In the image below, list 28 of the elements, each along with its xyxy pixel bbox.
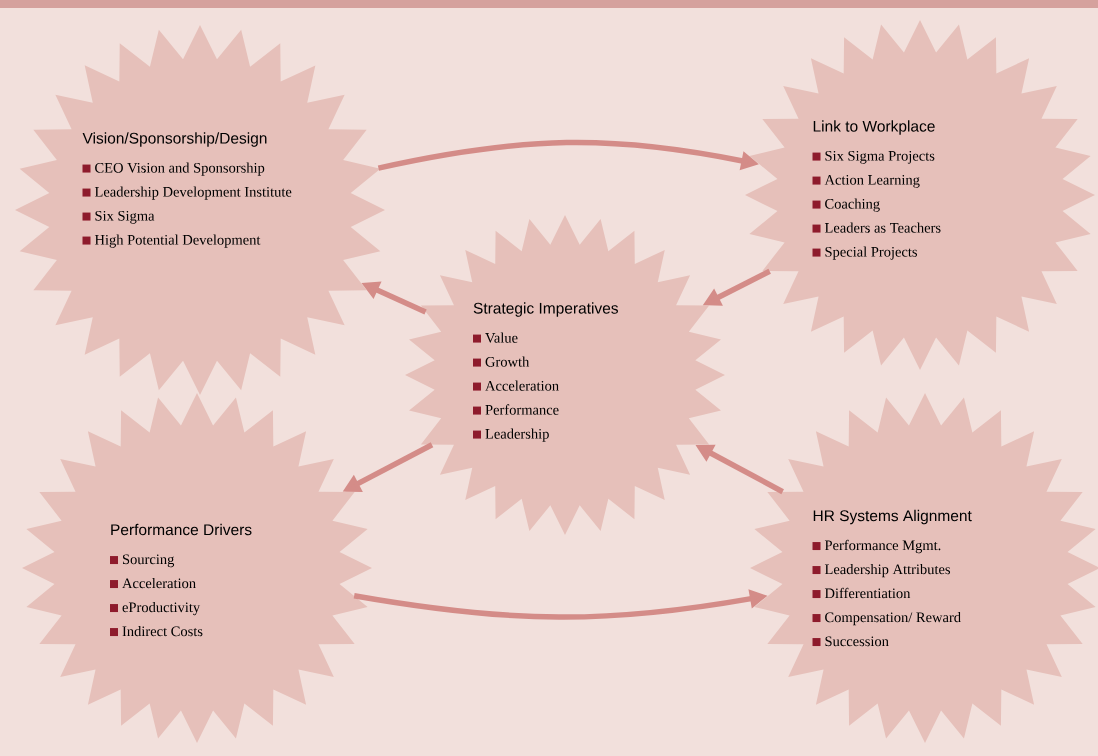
bullet-item: Value (485, 332, 518, 343)
heading: Strategic Imperatives (473, 302, 618, 317)
bullet-item: eProductivity (122, 602, 201, 616)
heading: Performance Drivers (111, 523, 252, 536)
bullet-item: Special Projects (825, 246, 918, 260)
bullet-item: Action Learning (824, 175, 920, 188)
bullet-item: Succession (825, 636, 889, 647)
bullet-item: High Potential Development (94, 234, 261, 248)
bullet-item: Coaching (825, 198, 880, 212)
bullet-item: Growth (485, 356, 530, 367)
bullet-item: Leadership Development Institute (94, 186, 292, 200)
bullet-item: Six Sigma (95, 210, 155, 224)
bullet-item: Indirect Costs (122, 626, 203, 637)
bullet-item: Sourcing (122, 554, 175, 568)
bullet-item: Leadership (485, 428, 549, 442)
bullet-item: CEO Vision and Sponsorship (95, 162, 265, 176)
bullet-item: Leaders as Teachers (824, 222, 941, 233)
heading: HR Systems Alignment (813, 509, 972, 525)
heading: Vision/Sponsorship/Design (82, 132, 267, 147)
bullet-item: Compensation/ Reward (825, 612, 961, 626)
bullet-item: Acceleration (122, 578, 196, 589)
bullet-item: Acceleration (485, 380, 559, 391)
bullet-item: Performance Mgmt. (824, 539, 941, 554)
bullet-item: Six Sigma Projects (825, 151, 935, 164)
heading: Link to Workplace (813, 120, 935, 135)
bullet-item: Leadership Attributes (824, 564, 951, 578)
bullet-item: Performance (485, 404, 559, 415)
bullet-item: Differentiation (824, 587, 911, 599)
